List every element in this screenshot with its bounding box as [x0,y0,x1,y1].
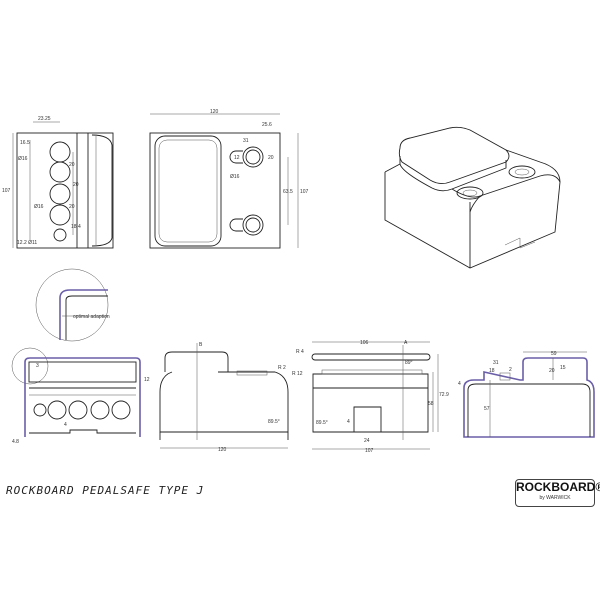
dim-front-48: 4.8 [12,439,19,445]
front-view: 3 4.8 4 [12,357,141,445]
dim-front2-height2: 58 [428,401,434,407]
dim-section-width: 120 [218,447,227,453]
dim-front2-width-top: 106 [360,340,369,346]
dim-front2-angle-top: 89° [405,360,413,366]
rockboard-logo: ROCKBOARD® by WARWICK [515,479,600,507]
dim-section-r2: R 2 [278,365,286,371]
dim-profile-15: 15 [560,365,566,371]
dim-profile-4: 4 [458,381,461,387]
dim-side-height: 107 [2,188,11,194]
dim-section-r12: R 12 [292,371,303,377]
isometric-view [384,126,561,269]
dim-top-width: 120 [210,109,219,115]
dim-profile-2: 2 [509,367,512,373]
detail-note: optimal adaption [73,314,110,320]
dim-side-pitch2: 20 [73,182,79,188]
side-view: 23.25 16.5 Ø16 20 20 20 Ø16 18.4 12.2 Ø1… [2,116,114,249]
front-view-2: 106 R 4 89° 72.9 58 89.5° 4 24 107 A [296,340,449,454]
dim-top-w31: 31 [243,138,249,144]
logo-sub: by WARWICK [539,495,571,501]
logo-brand: ROCKBOARD® [516,480,600,494]
dim-top-h20: 20 [268,155,274,161]
dim-profile-31: 31 [493,360,499,366]
dim-profile-20: 20 [549,368,555,374]
dim-profile-59: 59 [551,351,557,357]
front2-label-a: A [404,340,408,346]
dim-side-hole-dia: Ø16 [18,156,28,162]
dim-front2-angle: 89.5° [316,420,328,426]
dim-section-angle: 89.5° [268,419,280,425]
dim-side-top: 23.25 [38,116,51,122]
dim-front-4: 4 [64,422,67,428]
dim-side-bottom: 18.4 [71,224,81,230]
dim-front-3: 3 [36,363,39,369]
detail-view: optimal adaption [11,268,110,385]
top-view: 120 25.6 31 12 20 Ø16 63.5 107 [149,109,309,249]
dim-front2-r4: R 4 [296,349,304,355]
dim-side-hole-dia2: Ø16 [34,204,44,210]
section-view: B R 2 R 12 12 89.5° 120 [144,342,303,453]
dim-section-12: 12 [144,377,150,383]
section-label-b: B [199,342,203,348]
dim-side-pitch1: 20 [69,162,75,168]
dim-side-d1: 16.5 [20,140,30,146]
dim-side-pitch3: 20 [69,204,75,210]
dim-top-spacing: 63.5 [283,189,293,195]
dim-profile-57: 57 [484,406,490,412]
profile-view: 59 31 18 2 20 15 4 57 [458,351,595,438]
dim-front2-width: 107 [365,448,374,454]
dim-profile-18: 18 [489,368,495,374]
dim-front2-4: 4 [347,419,350,425]
dim-front2-height1: 72.9 [439,392,449,398]
dim-top-height: 107 [300,189,309,195]
dim-top-offset: 25.6 [262,122,272,128]
dim-top-dia: Ø16 [230,174,240,180]
dim-top-r12: 12 [234,155,240,161]
dim-side-small: 12.2 Ø11 [17,240,37,246]
dim-front2-24: 24 [364,438,370,444]
product-title: ROCKBOARD PEDALSAFE TYPE J [6,484,205,497]
